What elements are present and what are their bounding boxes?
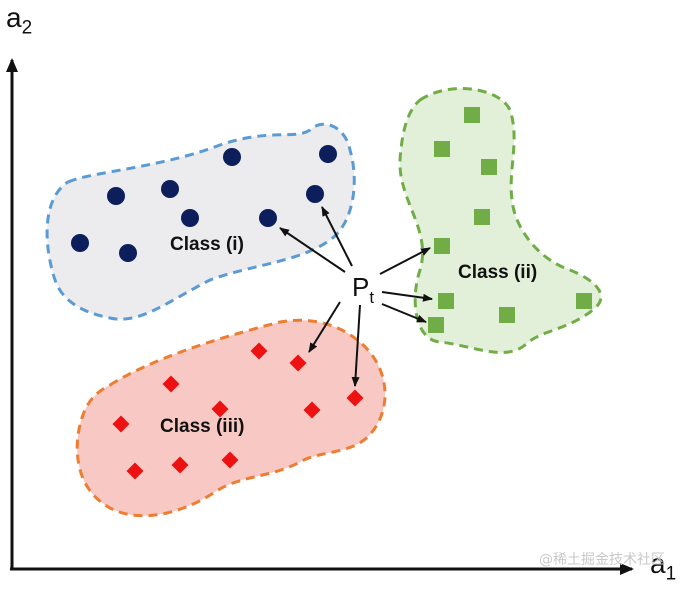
class-iii-point xyxy=(171,456,189,474)
class-i-point xyxy=(306,185,324,203)
x-axis-label: a1 xyxy=(650,548,676,586)
class-iii-point xyxy=(346,389,364,407)
class-iii-region xyxy=(75,318,387,518)
y-axis-label-main: a xyxy=(6,2,22,33)
class-ii-point xyxy=(438,293,454,309)
class-ii-point xyxy=(474,209,490,225)
y-axis-label-sub: 2 xyxy=(21,17,33,39)
x-axis-label-sub: 1 xyxy=(665,563,677,585)
pt-main: P xyxy=(352,272,369,302)
class-iii-label: Class (iii) xyxy=(160,416,244,437)
pt-label: Pt xyxy=(352,272,374,307)
class-iii-point xyxy=(211,400,229,418)
axes xyxy=(5,58,634,575)
class-iii-point xyxy=(221,451,239,469)
class-ii-point xyxy=(428,317,444,333)
class-i-point xyxy=(107,187,125,205)
class-ii-point xyxy=(481,159,497,175)
class-i-point xyxy=(119,244,137,262)
class-ii-point xyxy=(434,141,450,157)
class-i-label: Class (i) xyxy=(170,234,244,255)
arrow-to-class-i xyxy=(321,206,353,267)
class-iii-point xyxy=(289,354,307,372)
arrow-to-class-ii xyxy=(381,291,433,302)
y-axis-label: a2 xyxy=(6,2,32,40)
watermark: @稀土掘金技术社区 xyxy=(539,552,665,568)
class-i-point xyxy=(181,209,199,227)
class-ii-point xyxy=(499,307,515,323)
class-i-point xyxy=(71,234,89,252)
arrow-to-class-iii xyxy=(351,304,361,387)
class-i-region xyxy=(45,122,356,321)
class-iii-group: Class (iii) xyxy=(75,318,387,518)
arrow-to-class-ii xyxy=(381,303,427,323)
class-iii-point xyxy=(250,342,268,360)
class-i-point xyxy=(223,148,241,166)
class-ii-point xyxy=(434,238,450,254)
class-i-group: Class (i) xyxy=(45,122,356,321)
class-i-point xyxy=(259,209,277,227)
arrow-to-class-ii xyxy=(379,247,431,275)
class-iii-point xyxy=(126,462,144,480)
class-iii-point xyxy=(303,401,321,419)
class-ii-point xyxy=(576,293,592,309)
class-i-point xyxy=(319,145,337,163)
class-iii-points xyxy=(112,342,364,480)
pt-arrows xyxy=(279,206,433,387)
pt-subscript: t xyxy=(369,288,374,307)
x-axis-label-main: a xyxy=(650,548,666,579)
class-i-point xyxy=(161,180,179,198)
class-ii-region xyxy=(398,87,603,354)
class-i-points xyxy=(71,145,337,262)
class-iii-point xyxy=(162,375,180,393)
arrow-to-class-i xyxy=(279,227,346,273)
arrow-to-class-iii xyxy=(308,301,341,353)
class-ii-group: Class (ii) xyxy=(398,87,603,354)
class-ii-point xyxy=(464,107,480,123)
class-ii-points xyxy=(428,107,592,333)
class-iii-point xyxy=(112,415,130,433)
class-ii-label: Class (ii) xyxy=(458,262,537,283)
